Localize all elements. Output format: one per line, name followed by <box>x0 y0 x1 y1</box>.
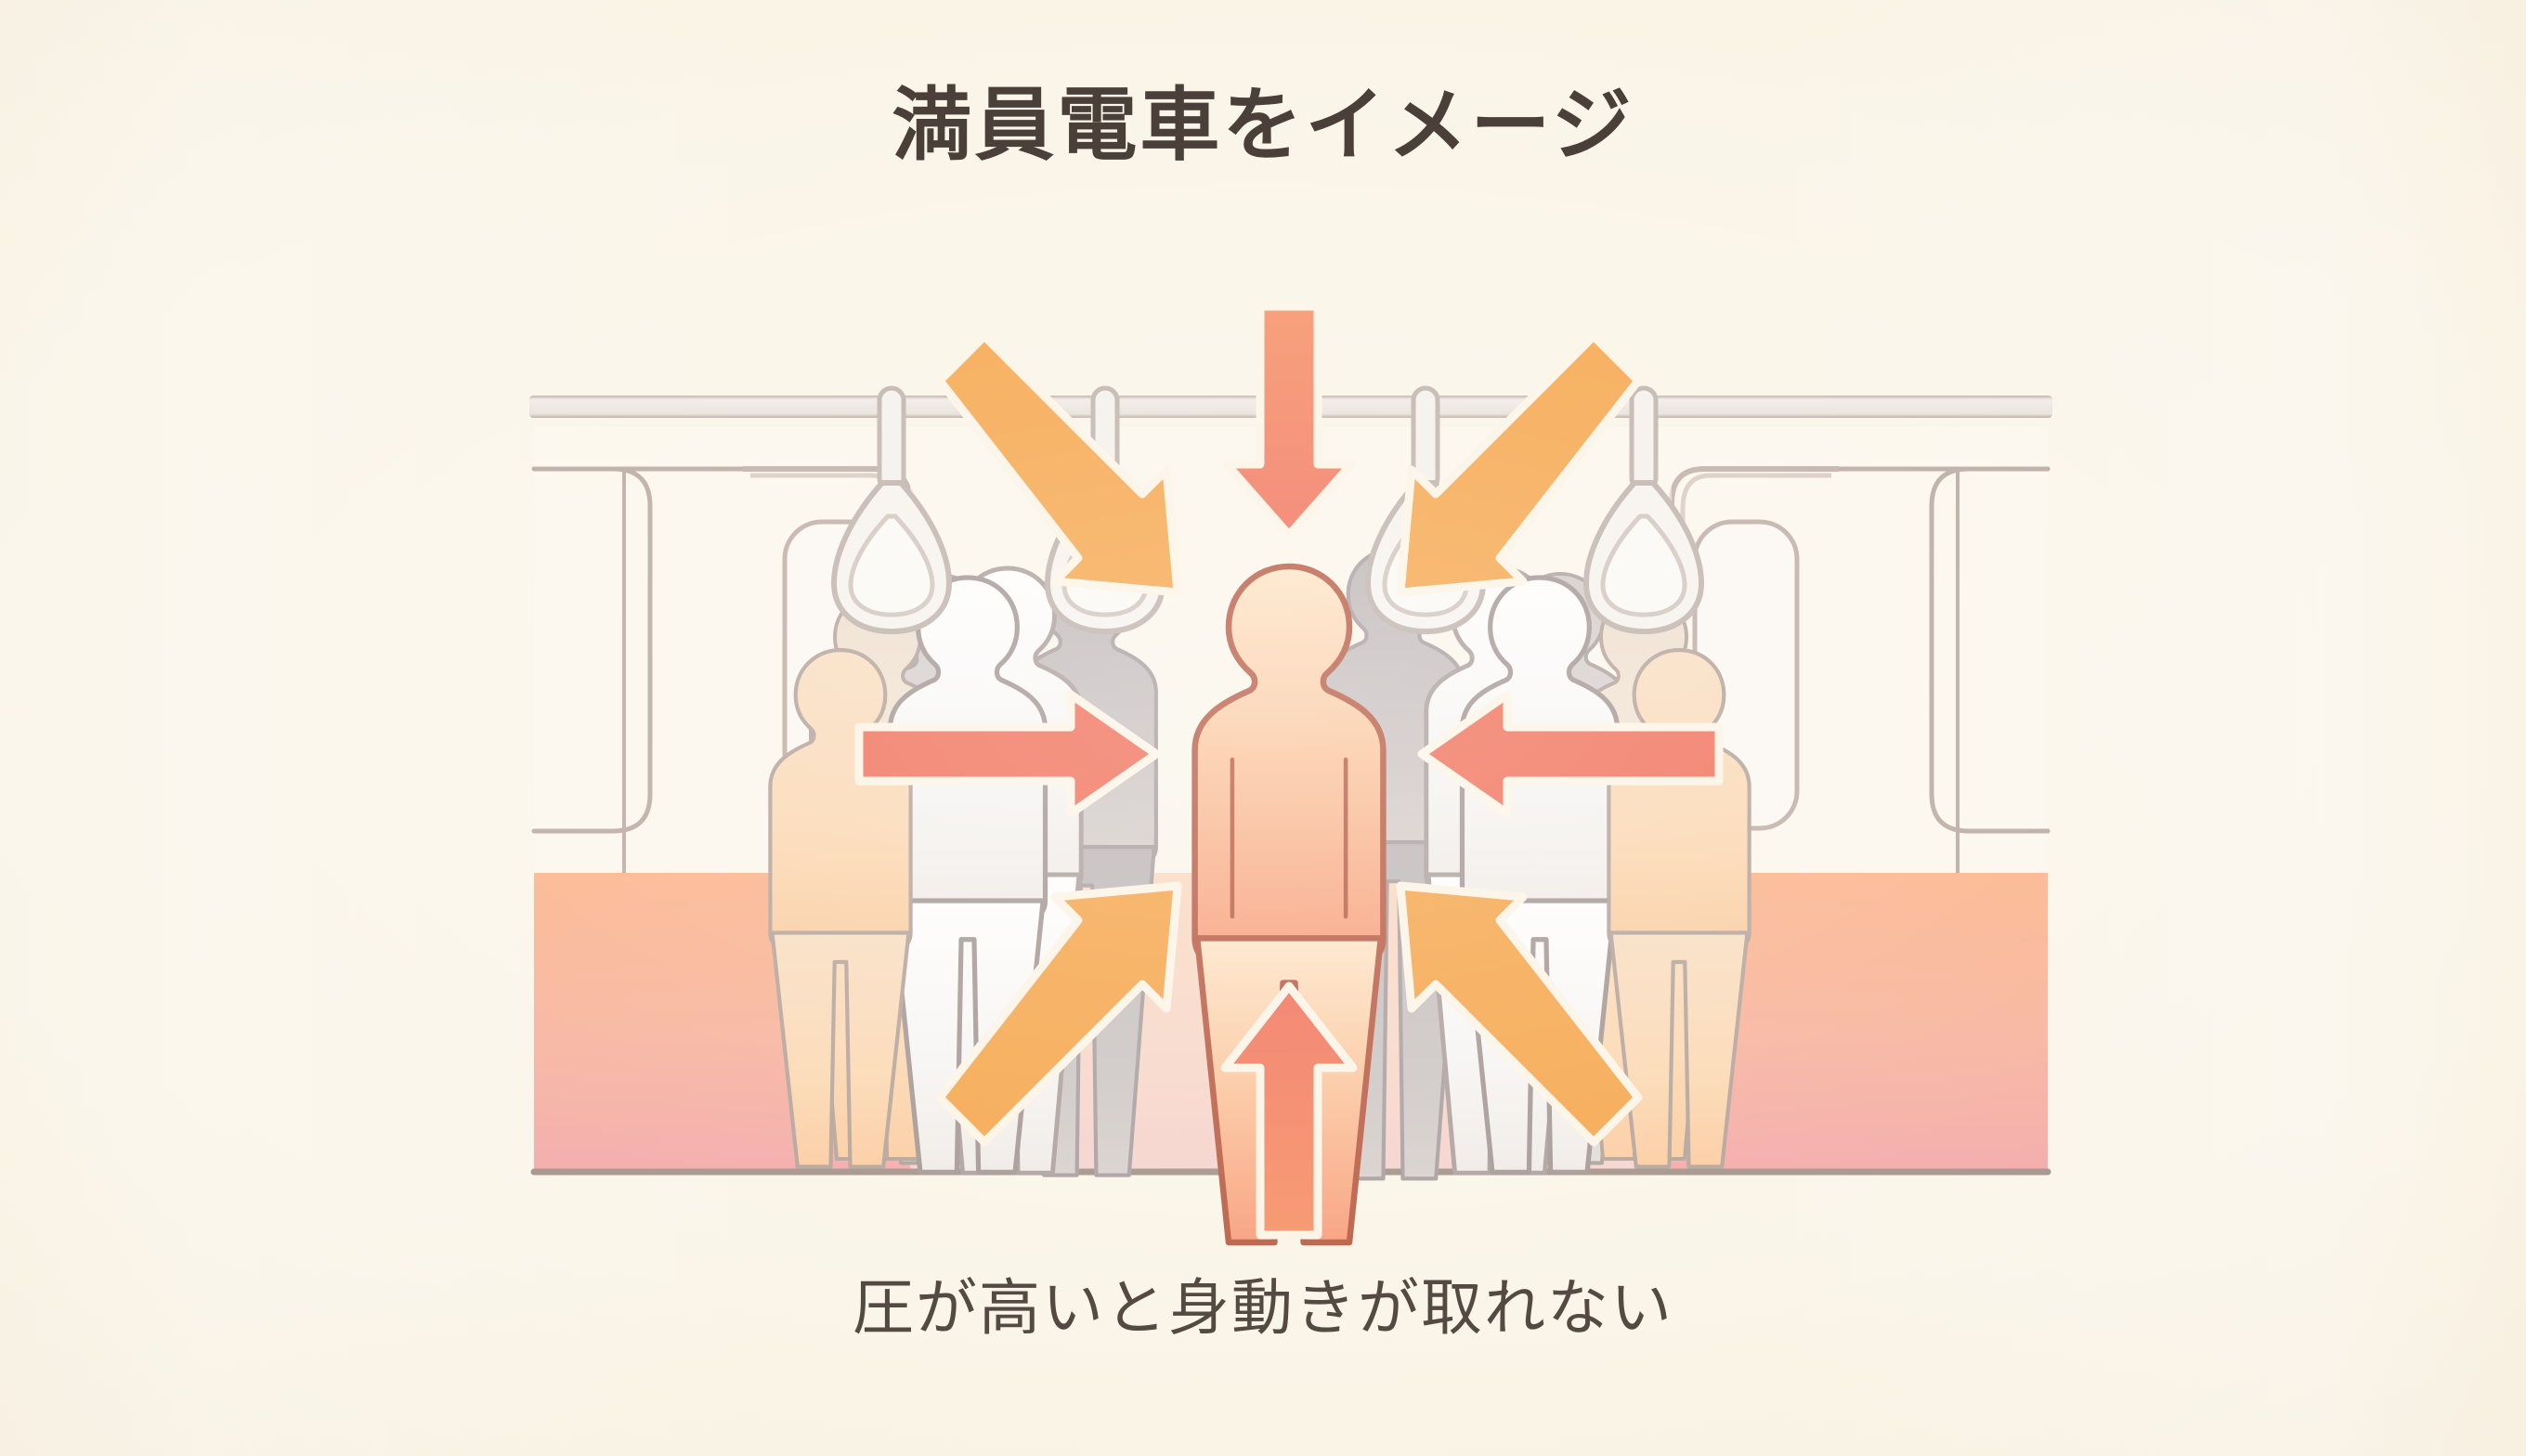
pressured-person <box>1191 563 1387 1246</box>
strap-ring-inner <box>848 514 935 618</box>
arrow-from-left <box>854 690 1161 818</box>
illustration-caption: 圧が高いと身動きが取れない <box>853 1273 1673 1342</box>
arrow-from-top-left <box>935 332 1182 597</box>
strap-belt <box>877 385 906 493</box>
arrow-from-right <box>1417 690 1724 818</box>
crowd-person <box>768 647 913 1169</box>
crowd-person <box>1607 647 1751 1169</box>
arrow-from-bottom-right <box>1396 881 1643 1147</box>
arrow-from-top-right <box>1396 332 1643 597</box>
arrow-from-top <box>1222 302 1356 540</box>
arrow-from-bottom <box>1220 982 1358 1240</box>
hanging-strap <box>1583 385 1704 634</box>
center-person-legs <box>1193 935 1385 1246</box>
strap-belt <box>1629 385 1659 493</box>
pressure-arrows <box>854 302 1724 1240</box>
hanging-strap <box>831 385 952 634</box>
page-title: 満員電車をイメージ <box>892 81 1634 170</box>
arrow-from-bottom-left <box>935 881 1182 1147</box>
strap-ring-inner <box>1600 514 1687 618</box>
right-door-outline-inner <box>1680 473 1831 1172</box>
